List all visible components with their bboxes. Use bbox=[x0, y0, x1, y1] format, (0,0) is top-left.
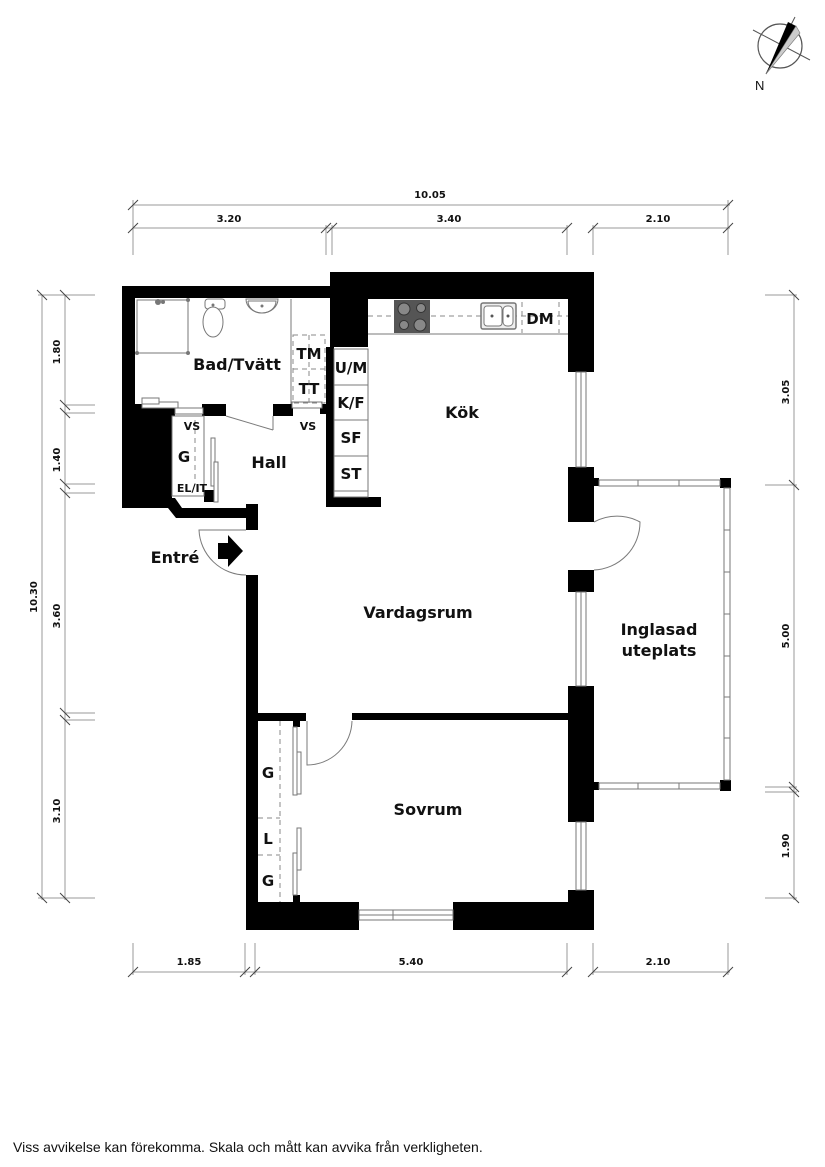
dimension-top: 10.05 3.20 3.40 2.10 bbox=[127, 190, 734, 255]
dim-left-1: 1.80 bbox=[52, 340, 63, 365]
dim-right-3: 1.90 bbox=[781, 834, 792, 859]
toilet-icon bbox=[202, 298, 226, 338]
label-el-it: EL/IT bbox=[177, 482, 208, 495]
label-um: U/M bbox=[335, 359, 368, 377]
label-tm: TM bbox=[296, 345, 321, 363]
dim-left-4: 3.10 bbox=[52, 799, 63, 824]
room-label-entrance: Entré bbox=[151, 548, 200, 567]
room-label-living: Vardagsrum bbox=[363, 603, 472, 622]
dim-bottom-3: 2.10 bbox=[646, 957, 671, 968]
kitchen-fixtures bbox=[333, 300, 568, 498]
dimension-bottom: 1.85 5.40 2.10 bbox=[127, 943, 734, 978]
label-vs-2: VS bbox=[300, 420, 317, 433]
room-label-bath: Bad/Tvätt bbox=[193, 355, 281, 374]
shower-head-icon bbox=[155, 299, 165, 305]
room-label-kitchen: Kök bbox=[445, 403, 479, 422]
label-sf: SF bbox=[340, 429, 361, 447]
dim-right-2: 5.00 bbox=[781, 624, 792, 649]
dim-right-1: 3.05 bbox=[781, 380, 792, 405]
dim-top-3: 2.10 bbox=[646, 214, 671, 225]
entrance-arrow-icon bbox=[218, 535, 243, 567]
hall-closet bbox=[171, 415, 219, 503]
label-dm: DM bbox=[526, 310, 553, 328]
dim-top-total: 10.05 bbox=[414, 190, 446, 201]
room-labels: Bad/Tvätt Kök Hall Entré Vardagsrum Sovr… bbox=[151, 355, 698, 819]
dim-left-total: 10.30 bbox=[29, 581, 40, 613]
dim-top-1: 3.20 bbox=[217, 214, 242, 225]
north-label: N bbox=[755, 78, 764, 93]
compass-icon: N bbox=[752, 16, 811, 93]
dim-top-2: 3.40 bbox=[437, 214, 462, 225]
label-g-hall: G bbox=[178, 448, 190, 466]
label-vs-1: VS bbox=[184, 420, 201, 433]
stove-icon bbox=[394, 300, 430, 333]
label-g-bedroom-1: G bbox=[262, 764, 274, 782]
label-kf: K/F bbox=[337, 394, 364, 412]
dimension-left: 10.30 1.80 1.40 3.60 3.10 bbox=[29, 289, 95, 904]
label-st: ST bbox=[340, 465, 362, 483]
windows bbox=[141, 371, 731, 921]
bedroom-closet bbox=[258, 721, 302, 902]
sink-icon bbox=[245, 298, 279, 314]
room-label-bedroom: Sovrum bbox=[394, 800, 463, 819]
dim-bottom-2: 5.40 bbox=[399, 957, 424, 968]
label-l-bedroom: L bbox=[263, 830, 273, 848]
dim-left-2: 1.40 bbox=[52, 448, 63, 473]
label-tt: TT bbox=[299, 380, 321, 398]
room-label-hall: Hall bbox=[251, 453, 286, 472]
bathroom-fixtures bbox=[135, 298, 326, 405]
room-label-patio-1: Inglasad bbox=[621, 620, 698, 639]
walls bbox=[122, 272, 731, 930]
kitchen-sink-icon bbox=[480, 302, 517, 330]
dim-bottom-1: 1.85 bbox=[177, 957, 202, 968]
doors bbox=[198, 415, 641, 766]
fixture-labels: TM TT U/M K/F SF ST DM VS VS G EL/IT G L… bbox=[177, 310, 554, 890]
room-label-patio-2: uteplats bbox=[622, 641, 697, 660]
dimension-right: 3.05 5.00 1.90 bbox=[765, 289, 800, 904]
dim-left-3: 3.60 bbox=[52, 604, 63, 629]
label-g-bedroom-2: G bbox=[262, 872, 274, 890]
disclaimer-text: Viss avvikelse kan förekomma. Skala och … bbox=[13, 1139, 483, 1155]
